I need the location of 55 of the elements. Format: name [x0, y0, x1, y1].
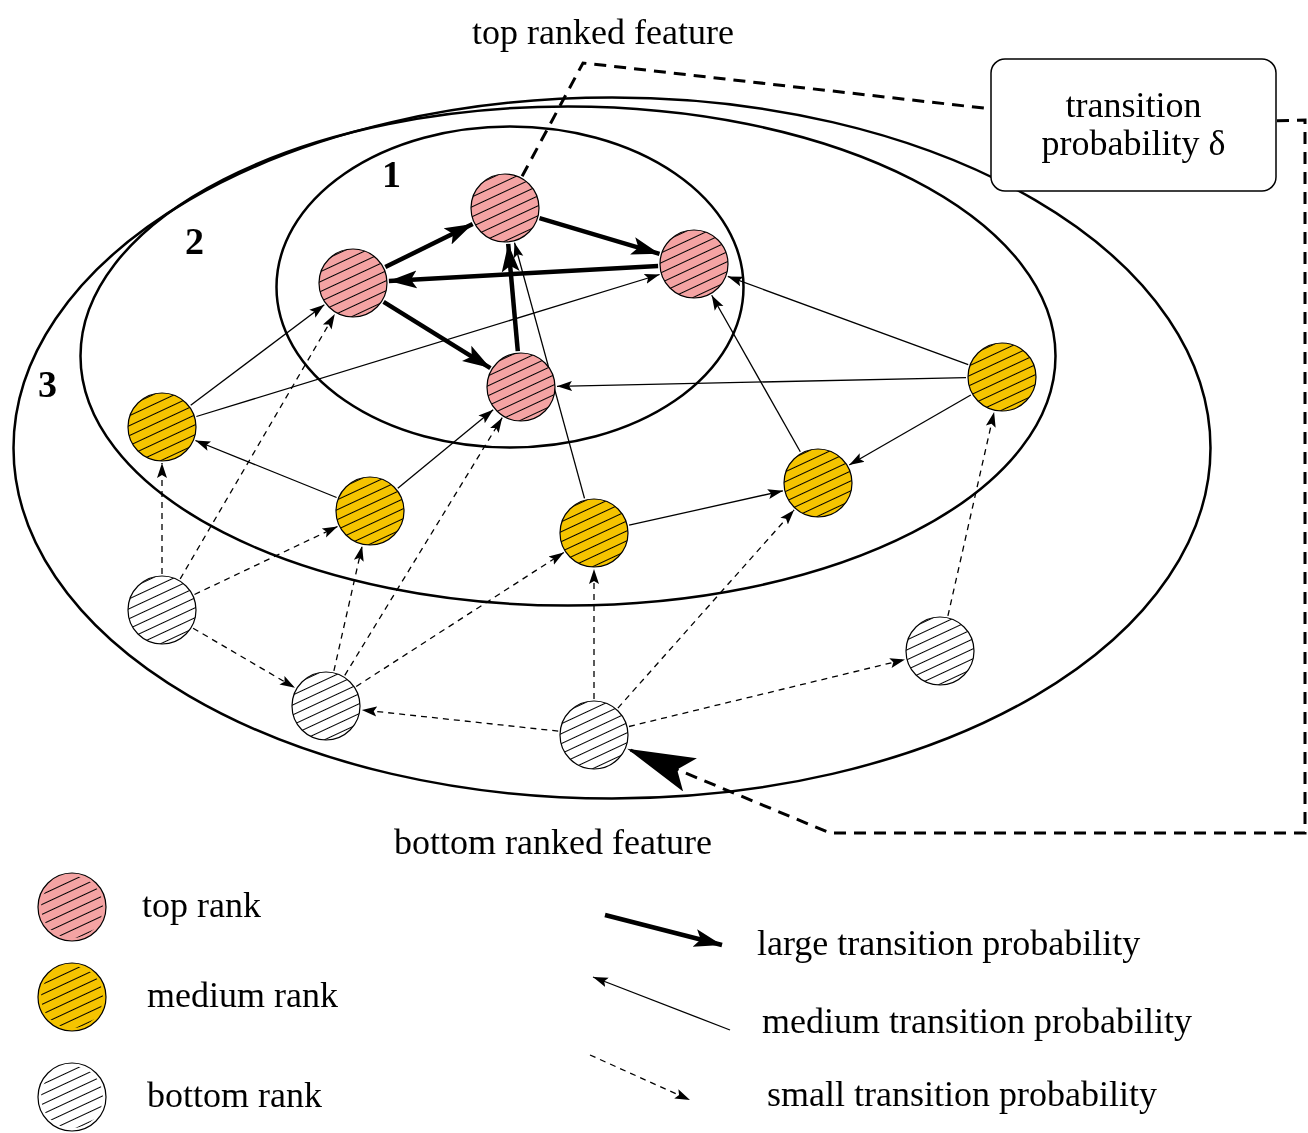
feature-node	[905, 616, 975, 686]
feature-node	[559, 700, 629, 770]
ring-number: 1	[382, 155, 401, 193]
legend-text: bottom rank	[147, 1077, 322, 1113]
arrow	[556, 377, 967, 391]
feature-node	[967, 342, 1037, 412]
ring-number: 2	[185, 222, 204, 260]
arrow	[388, 263, 659, 289]
arrow	[179, 313, 336, 580]
arrow	[501, 243, 521, 352]
legend-text: large transition probability	[757, 925, 1141, 961]
legend-text: medium transition probability	[762, 1003, 1192, 1039]
callout-box	[990, 58, 1277, 192]
feature-node	[486, 352, 556, 422]
arrow	[589, 568, 599, 700]
arrow	[628, 658, 906, 728]
feature-node	[127, 392, 197, 462]
callout-text: transition probability δ	[1040, 84, 1227, 165]
annotation-text: bottom ranked feature	[394, 824, 712, 860]
legend-text: small transition probability	[767, 1076, 1157, 1112]
feature-node	[783, 448, 853, 518]
legend-text: top rank	[142, 887, 261, 923]
arrow	[628, 489, 784, 526]
arrow	[947, 411, 996, 617]
ring-ellipse	[275, 125, 745, 449]
arrow	[333, 545, 364, 672]
arrow	[157, 462, 167, 575]
arrow	[538, 216, 661, 256]
arrow	[617, 509, 795, 709]
arrow	[727, 275, 969, 366]
feature-node	[291, 671, 361, 741]
annotation-text: top ranked feature	[472, 14, 734, 50]
arrow	[192, 627, 296, 689]
feature-node	[659, 229, 729, 299]
arrow	[848, 394, 972, 466]
arrow	[195, 273, 661, 418]
feature-node	[127, 575, 197, 645]
feature-node	[470, 173, 540, 243]
arrow	[397, 409, 494, 489]
arrow	[711, 294, 801, 453]
arrow	[384, 221, 474, 270]
arrow	[344, 417, 503, 676]
arrow	[382, 300, 492, 370]
feature-node	[335, 476, 405, 546]
arrow	[361, 706, 559, 732]
arrow	[194, 439, 338, 499]
arrow	[355, 551, 565, 688]
leader-line	[626, 118, 1307, 835]
feature-node	[318, 248, 388, 318]
legend-text: medium rank	[147, 977, 338, 1013]
arrow	[190, 304, 325, 406]
feature-node	[559, 498, 629, 568]
ring-number: 3	[38, 365, 57, 403]
arrow	[513, 242, 586, 499]
arrow	[193, 525, 339, 596]
